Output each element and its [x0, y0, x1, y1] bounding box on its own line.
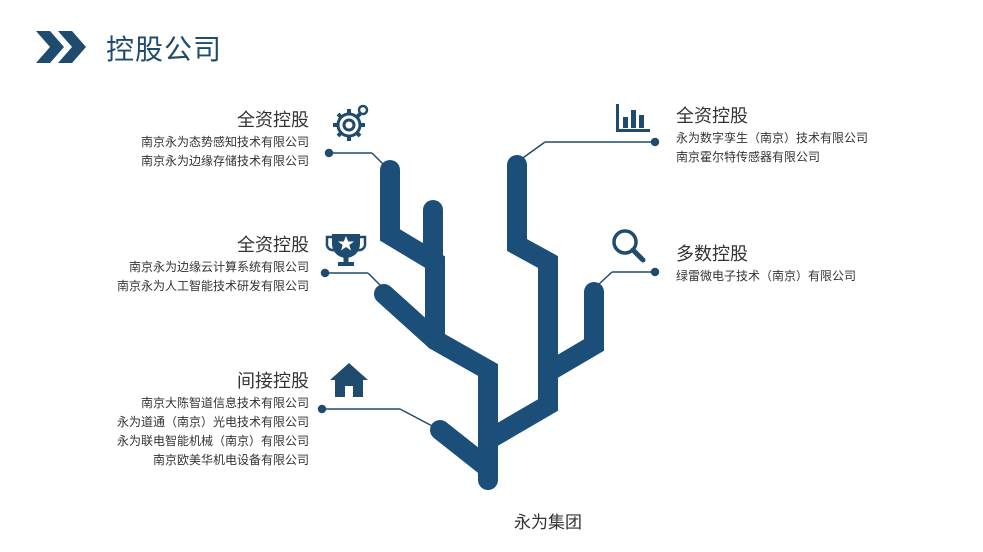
- double-chevron-icon: [36, 31, 86, 63]
- group-right-top: 全资控股 永为数字孪生（南京）技术有限公司 南京霍尔特传感器有限公司: [676, 105, 868, 167]
- root-label: 永为集团: [514, 513, 582, 533]
- magnifier-icon: [612, 229, 646, 263]
- company-item: 南京永为边缘存储技术有限公司: [140, 154, 309, 168]
- company-item: 南京永为边缘云计算系统有限公司: [128, 260, 309, 274]
- connector-dot: [324, 148, 334, 158]
- connector-dot: [650, 137, 660, 147]
- group-left-bottom: 间接控股 南京大陈智道信息技术有限公司 永为道通（南京）光电技术有限公司 永为联…: [117, 370, 309, 470]
- company-item: 南京永为人工智能技术研发有限公司: [116, 279, 309, 293]
- page-title: 控股公司: [106, 33, 223, 66]
- group-heading: 全资控股: [237, 110, 309, 131]
- gear-icon: [333, 104, 369, 141]
- trophy-icon: [325, 234, 367, 266]
- branch-left-top: [380, 160, 445, 350]
- branch-right-mid: [538, 282, 604, 382]
- group-left-top: 全资控股 南京永为态势感知技术有限公司 南京永为边缘存储技术有限公司: [141, 109, 309, 171]
- company-item: 南京大陈智道信息技术有限公司: [140, 396, 309, 410]
- company-item: 永为联电智能机械（南京）有限公司: [116, 434, 309, 448]
- branch-left-mid: [374, 284, 445, 350]
- group-heading: 多数控股: [676, 244, 748, 265]
- connector-right-mid-elbow: [597, 271, 613, 286]
- company-item: 南京永为态势感知技术有限公司: [140, 135, 309, 149]
- company-item: 南京霍尔特传感器有限公司: [676, 150, 821, 164]
- connector-dot: [317, 404, 327, 414]
- connector-left-top-elbow: [371, 152, 387, 168]
- house-icon: [330, 363, 368, 397]
- connector-right-top-elbow: [519, 141, 546, 161]
- group-heading: 全资控股: [676, 106, 748, 127]
- company-item: 永为数字孪生（南京）技术有限公司: [676, 131, 869, 145]
- group-left-mid: 全资控股 南京永为边缘云计算系统有限公司 南京永为人工智能技术研发有限公司: [117, 234, 309, 296]
- branch-right-top: [478, 155, 558, 450]
- group-right-mid: 多数控股 绿雷微电子技术（南京）有限公司: [676, 243, 856, 286]
- bar-chart-icon: [616, 104, 650, 132]
- connector-left-mid-elbow: [367, 272, 383, 288]
- connector-dot: [650, 267, 660, 277]
- company-item: 永为道通（南京）光电技术有限公司: [116, 415, 309, 429]
- connector-dot: [320, 268, 330, 278]
- connector-left-bottom-elbow: [399, 408, 437, 429]
- tree-branches: [374, 155, 604, 490]
- group-heading: 间接控股: [237, 371, 309, 392]
- company-item: 绿雷微电子技术（南京）有限公司: [676, 269, 857, 283]
- company-item: 南京欧美华机电设备有限公司: [152, 453, 309, 467]
- group-heading: 全资控股: [237, 235, 309, 256]
